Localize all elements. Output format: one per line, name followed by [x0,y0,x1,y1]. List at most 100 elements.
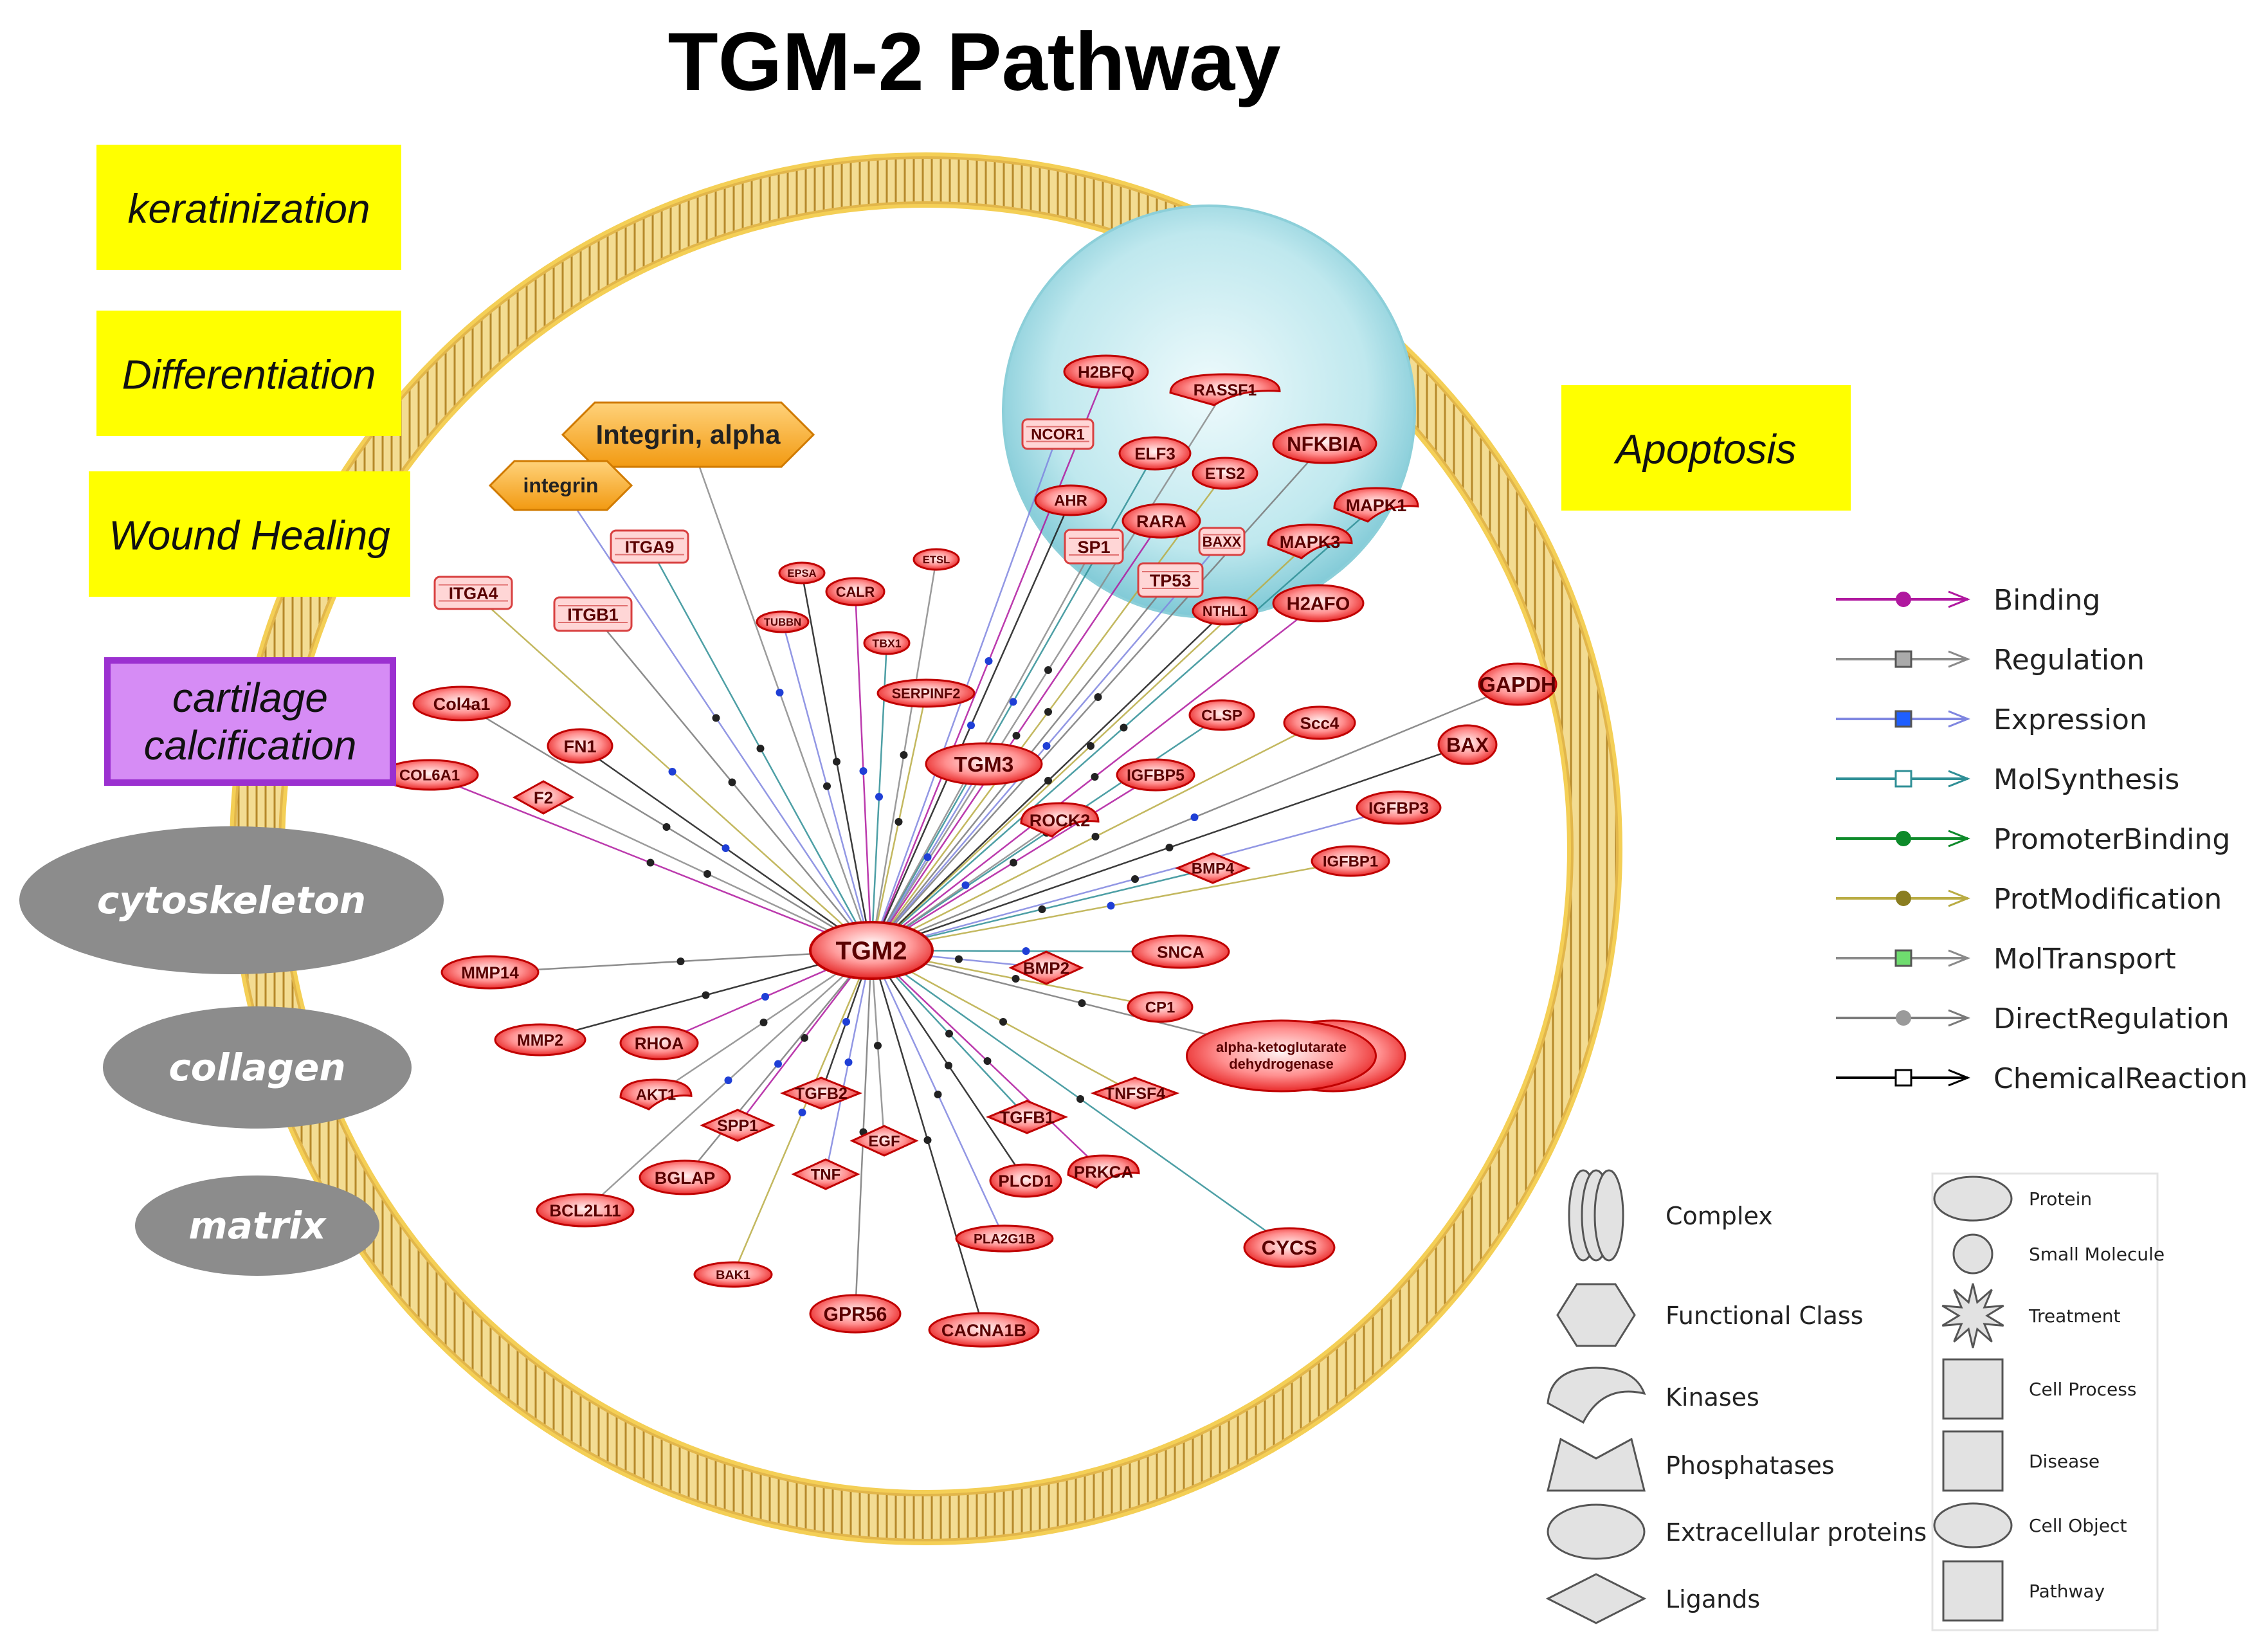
edge-marker [1010,858,1017,867]
node-tgm3[interactable]: TGM3 [925,742,1043,786]
node-plcd1[interactable]: PLCD1 [989,1163,1062,1198]
node-bglap[interactable]: BGLAP [639,1159,731,1195]
edge-marker [999,1018,1007,1026]
node-tgm2-hub[interactable]: TGM2 [809,921,934,980]
node-label: TGFB1 [999,1107,1054,1127]
node-tnfsf4[interactable]: TNFSF4 [1090,1076,1180,1110]
node-clsp[interactable]: CLSP [1188,699,1255,731]
node-etsl[interactable]: ETSL [913,548,960,571]
node-rara[interactable]: RARA [1121,503,1201,539]
edge-marker [1091,833,1100,840]
node-ncor1[interactable]: NCOR1 [1021,418,1094,450]
shape-legend-cell-object: Cell Object [1933,1502,2127,1548]
edge-marker [668,768,677,776]
node-mmp2[interactable]: MMP2 [494,1023,586,1057]
edge-marker [1091,773,1099,781]
node-fn1[interactable]: FN1 [547,728,613,764]
node-rhoa[interactable]: RHOA [619,1026,699,1060]
node-pla2g1b[interactable]: PLA2G1B [955,1224,1054,1253]
node-label: TNF [811,1166,840,1184]
node-cycs[interactable]: CYCS [1243,1227,1336,1268]
edge-marker [844,1058,853,1066]
node-mmp14[interactable]: MMP14 [440,955,540,990]
node-label: ROCK2 [1030,811,1091,830]
node-nthl1[interactable]: NTHL1 [1192,596,1258,626]
node-label: integrin [523,474,599,497]
shape-legend-extracellular-proteins: Extracellular proteins [1547,1503,1927,1560]
node-f2[interactable]: F2 [512,780,575,815]
node-bmp2[interactable]: BMP2 [1008,950,1084,985]
node-label: RARA [1136,512,1186,531]
node-elf3[interactable]: ELF3 [1118,436,1192,471]
edge-marker [894,818,903,826]
node-integrin-alpha[interactable]: Integrin, alpha [561,401,815,468]
node-cp1[interactable]: CP1 [1127,991,1194,1023]
node-epsa[interactable]: EPSA [778,561,826,585]
node-label: SP1 [1077,538,1110,557]
node-bax[interactable]: BAX [1437,724,1498,765]
node-label: CYCS [1262,1237,1318,1259]
node-rock2[interactable]: ROCK2 [1020,802,1100,838]
node-h2afo[interactable]: H2AFO [1272,584,1365,622]
edge-marker [1042,742,1051,750]
legend-marker-dot-icon [1896,1010,1911,1026]
node-tubbn[interactable]: TUBBN [756,610,810,633]
node-itga9[interactable]: ITGA9 [610,529,689,564]
edge-marker [859,767,867,775]
node-ahr[interactable]: AHR [1034,484,1107,516]
node-bak1[interactable]: BAK1 [693,1261,773,1288]
edge-legend-binding: Binding [1836,584,2100,617]
node-igfbp1[interactable]: IGFBP1 [1311,845,1390,877]
node-h2bfq[interactable]: H2BFQ [1063,354,1149,389]
edge-marker [874,1042,882,1049]
edge-marker [1012,975,1020,983]
node-gapdh[interactable]: GAPDH [1478,662,1557,706]
node-prkca[interactable]: PRKCA [1067,1154,1140,1189]
node-tp53[interactable]: TP53 [1137,562,1204,598]
node-cacna1b[interactable]: CACNA1B [928,1312,1040,1348]
edge-marker [945,1062,952,1069]
node-bcl2l11[interactable]: BCL2L11 [536,1193,635,1228]
node-sp1[interactable]: SP1 [1064,529,1124,565]
node-label: MMP14 [461,963,519,982]
shape-legend-kinases: Kinases [1547,1366,1759,1424]
process-box-label: Differentiation [122,352,376,398]
node-nfkbia[interactable]: NFKBIA [1272,423,1377,464]
node-itgb1[interactable]: ITGB1 [553,596,633,632]
node-snca[interactable]: SNCA [1131,934,1230,969]
process-box-label: Wound Healing [109,513,390,559]
node-baxx[interactable]: BAXX [1198,527,1246,556]
node-bmp4[interactable]: BMP4 [1175,852,1251,884]
node-label: EPSA [787,567,816,579]
node-tnf[interactable]: TNF [791,1158,860,1190]
node-col4a1[interactable]: Col4a1 [412,685,511,722]
shape-legend-ligands: Ligands [1545,1573,1760,1624]
node-igfbp5[interactable]: IGFBP5 [1116,758,1195,792]
node-calr[interactable]: CALR [825,577,885,606]
node-serpinf2[interactable]: SERPINF2 [876,678,976,708]
node-spp1[interactable]: SPP1 [700,1109,776,1142]
node-itga4[interactable]: ITGA4 [433,576,513,610]
node-label: PRKCA [1074,1162,1134,1181]
node-tbx1[interactable]: TBX1 [863,631,911,655]
node-tgfb1[interactable]: TGFB1 [986,1100,1068,1134]
node-label: CLSP [1201,707,1242,725]
node-integrin[interactable]: integrin [488,460,633,511]
star-icon [1941,1283,2004,1348]
node-egf[interactable]: EGF [849,1125,919,1157]
node-akt1[interactable]: AKT1 [619,1078,693,1111]
node-igfbp3[interactable]: IGFBP3 [1356,790,1442,825]
edge-marker [702,991,710,999]
edge-marker [1078,999,1086,1007]
node-gpr56[interactable]: GPR56 [809,1294,902,1334]
node-rassf1[interactable]: RASSF1 [1169,373,1281,406]
node-ets2[interactable]: ETS2 [1192,457,1258,490]
node-label: CALR [836,584,875,600]
legend-marker-square-icon [1894,949,1912,967]
node-tgfb2[interactable]: TGFB2 [779,1076,863,1110]
edge-marker [1044,666,1052,674]
node-mapk1[interactable]: MAPK1 [1333,487,1419,523]
node-scc4[interactable]: Scc4 [1283,705,1356,740]
node-mapk3[interactable]: MAPK3 [1267,523,1353,559]
